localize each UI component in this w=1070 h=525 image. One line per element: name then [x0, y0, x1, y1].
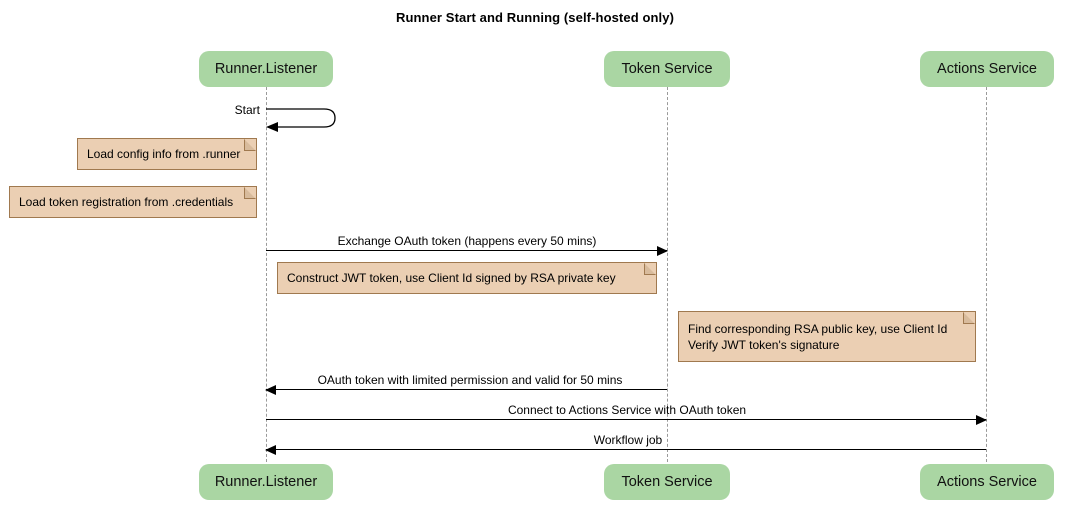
note-fold-corner-icon	[244, 139, 256, 151]
message-exchange-oauth	[266, 246, 668, 256]
message-connect-actions	[266, 415, 987, 425]
participant-token-top[interactable]: Token Service	[604, 51, 730, 87]
message-label-oauth-reply: OAuth token with limited permission and …	[317, 373, 623, 387]
note-fold-corner-icon	[644, 263, 656, 275]
arrowhead-left-icon	[265, 385, 276, 395]
participant-actions-top[interactable]: Actions Service	[920, 51, 1054, 87]
participant-label: Runner.Listener	[214, 61, 318, 77]
participant-label: Actions Service	[937, 61, 1037, 77]
message-label-start: Start	[234, 103, 260, 117]
note-fold-corner-icon	[963, 312, 975, 324]
participant-label: Token Service	[621, 474, 713, 490]
note-fold-corner-icon	[244, 187, 256, 199]
note-text: Find corresponding RSA public key, use C…	[688, 321, 948, 352]
note-text: Load config info from .runner	[87, 147, 241, 161]
note-text: Construct JWT token, use Client Id signe…	[287, 271, 616, 285]
message-label-workflow-job: Workflow job	[593, 433, 663, 447]
message-oauth-reply	[265, 385, 667, 395]
participant-token-bottom[interactable]: Token Service	[604, 464, 730, 500]
note-text: Load token registration from .credential…	[19, 195, 234, 209]
message-label-connect-actions: Connect to Actions Service with OAuth to…	[507, 403, 747, 417]
participant-actions-bottom[interactable]: Actions Service	[920, 464, 1054, 500]
message-label-exchange-oauth: Exchange OAuth token (happens every 50 m…	[337, 234, 597, 248]
message-start-selfloop	[262, 100, 352, 140]
arrowhead-right-icon	[657, 246, 668, 256]
note-load-token-registration: Load token registration from .credential…	[9, 186, 257, 218]
lifeline-actions	[986, 87, 987, 462]
diagram-title: Runner Start and Running (self-hosted on…	[395, 10, 675, 25]
participant-label: Actions Service	[937, 474, 1037, 490]
arrowhead-left-icon	[265, 445, 276, 455]
participant-runner-top[interactable]: Runner.Listener	[199, 51, 333, 87]
note-load-config: Load config info from .runner	[77, 138, 257, 170]
note-construct-jwt: Construct JWT token, use Client Id signe…	[277, 262, 657, 294]
lifeline-runner	[266, 87, 267, 462]
lifeline-token	[667, 87, 668, 462]
participant-label: Token Service	[621, 61, 713, 77]
note-verify-jwt: Find corresponding RSA public key, use C…	[678, 311, 976, 362]
message-workflow-job	[265, 445, 986, 455]
participant-runner-bottom[interactable]: Runner.Listener	[199, 464, 333, 500]
arrowhead-right-icon	[976, 415, 987, 425]
participant-label: Runner.Listener	[214, 474, 318, 490]
